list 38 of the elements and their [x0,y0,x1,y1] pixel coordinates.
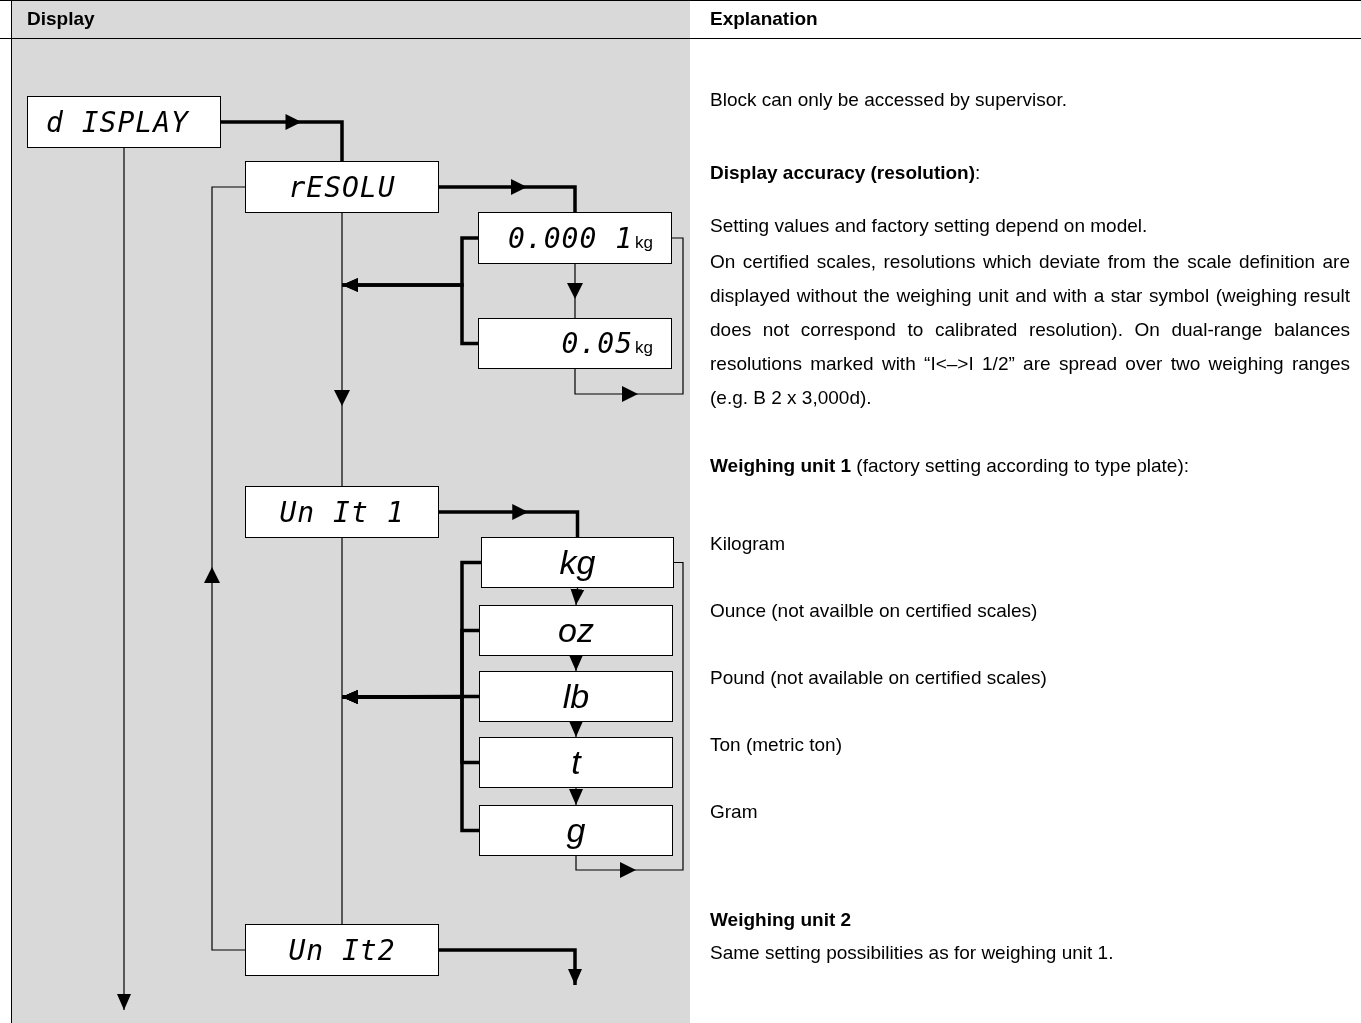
display-box [478,318,672,369]
display-box [245,924,439,976]
display-box [478,212,672,264]
explanation-text: Ounce (not availble on certified scales) [710,599,1038,623]
unit-symbol: t [571,743,581,782]
display-reading: Un It 1 [279,495,405,529]
explanation-text: Setting values and factory setting depend on model. [710,214,1148,238]
unit-symbol: kg [635,338,653,358]
explanation-text: Weighing unit 1 (factory setting according to type plate): [710,454,1190,478]
explanation-text: Ton (metric ton) [710,733,842,757]
display-reading: 0.05 [561,327,634,360]
explanation-text: Kilogram [710,532,785,556]
display-reading: rESOLU [288,170,396,204]
display-box [245,486,439,538]
display-box [479,671,673,722]
display-box [479,737,673,788]
column-header: Explanation [710,7,818,31]
display-box [479,605,673,656]
explanation-text: Block can only be accessed by supervisor. [710,88,1067,112]
display-reading: 0.000 1 [508,221,634,255]
explanation-paragraph: On certified scales, resolutions which deviate from the scale definition are displayed without the weighing unit and with a star symbol (weighing result does not correspond to calibrated resolution). On dual-range balances resolutions marked with “I<–>I 1/2” are spread over two weighing ranges (e.g. B 2 x 3,000d). [710,250,1350,410]
unit-symbol: kg [635,233,653,253]
unit-symbol: g [566,811,586,850]
explanation-text: Pound (not available on certified scales) [710,666,1047,690]
display-reading: Un It2 [288,933,396,967]
display-box [481,537,674,588]
explanation-text: Display accuracy (resolution): [710,161,981,185]
display-reading: d ISPLAY [46,105,189,139]
display-box [479,805,673,856]
unit-symbol: kg [559,543,596,582]
section-heading: Weighing unit 2 [710,908,852,932]
unit-symbol: lb [562,677,590,716]
display-box [245,161,439,213]
display-box [27,96,221,148]
column-header: Display [27,7,95,31]
explanation-text: Gram [710,800,758,824]
unit-symbol: oz [558,611,594,650]
explanation-text: Same setting possibilities as for weighing unit 1. [710,941,1114,965]
